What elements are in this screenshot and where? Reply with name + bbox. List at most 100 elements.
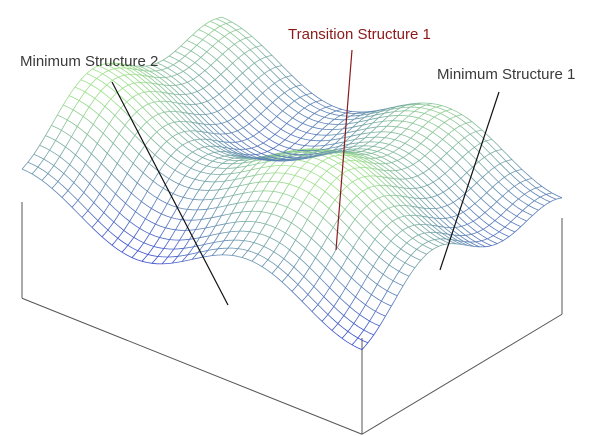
mesh-line-u <box>331 118 335 122</box>
mesh-line-v <box>354 117 360 120</box>
mesh-line-v <box>286 153 293 156</box>
mesh-line-u <box>339 292 343 298</box>
mesh-line-v <box>435 232 442 237</box>
mesh-line-u <box>213 18 217 21</box>
mesh-line-v <box>164 162 171 168</box>
mesh-line-u <box>51 184 56 189</box>
mesh-line-u <box>135 93 139 96</box>
mesh-line-v <box>364 155 370 159</box>
mesh-line-u <box>246 231 250 237</box>
mesh-line-u <box>243 88 247 92</box>
mesh-line-v <box>332 166 338 171</box>
mesh-line-u <box>301 178 306 184</box>
mesh-line-v <box>105 94 112 100</box>
mesh-line-v <box>132 247 139 252</box>
mesh-line-u <box>280 258 285 264</box>
mesh-line-u <box>452 144 456 148</box>
mesh-line-v <box>384 111 390 114</box>
mesh-line-u <box>535 209 539 214</box>
mesh-line-v <box>296 158 302 160</box>
mesh-line-v <box>119 71 125 76</box>
mesh-line-v <box>188 108 195 115</box>
mesh-line-v <box>229 156 235 159</box>
mesh-line-v <box>459 235 465 240</box>
mesh-line-v <box>226 213 232 215</box>
mesh-line-v <box>211 55 217 61</box>
mesh-line-u <box>328 257 332 263</box>
mesh-line-v <box>247 156 253 159</box>
mesh-line-v <box>249 49 256 55</box>
mesh-line-v <box>217 49 223 55</box>
mesh-line-u <box>289 244 293 251</box>
mesh-line-v <box>394 200 401 206</box>
mesh-line-v <box>215 145 222 150</box>
mesh-line-u <box>134 250 139 255</box>
mesh-line-u <box>167 252 172 258</box>
mesh-line-u <box>444 120 448 123</box>
mesh-line-v <box>345 154 352 159</box>
mesh-line-v <box>332 150 338 153</box>
mesh-line-u <box>487 207 492 211</box>
mesh-line-u <box>384 290 388 297</box>
mesh-line-u <box>208 185 213 191</box>
mesh-line-u <box>372 311 376 317</box>
mesh-line-v <box>206 51 212 56</box>
mesh-line-v <box>483 166 489 173</box>
mesh-line-v <box>116 248 123 253</box>
mesh-line-v <box>491 139 498 145</box>
mesh-line-v <box>110 98 117 104</box>
mesh-line-u <box>93 78 97 82</box>
mesh-line-v <box>201 218 207 220</box>
mesh-line-v <box>286 123 292 127</box>
mesh-line-u <box>281 173 286 178</box>
mesh-line-u <box>479 177 483 181</box>
mesh-line-v <box>126 101 132 108</box>
mesh-line-u <box>172 62 177 66</box>
mesh-line-u <box>261 263 266 267</box>
mesh-line-u <box>195 148 199 151</box>
mesh-line-v <box>96 231 103 238</box>
mesh-line-v <box>367 148 373 151</box>
mesh-line-v <box>36 176 43 181</box>
mesh-line-u <box>253 238 258 243</box>
mesh-line-u <box>353 318 358 324</box>
mesh-line-v <box>221 123 227 129</box>
mesh-line-u <box>204 250 209 255</box>
mesh-line-u <box>202 86 207 89</box>
mesh-line-u <box>71 203 76 208</box>
mesh-line-v <box>327 151 333 154</box>
mesh-line-v <box>375 175 382 181</box>
mesh-line-v <box>258 243 264 247</box>
mesh-line-u <box>148 208 152 214</box>
mesh-line-u <box>428 166 433 170</box>
mesh-line-v <box>447 233 454 238</box>
mesh-line-v <box>426 104 432 107</box>
mesh-line-v <box>157 122 163 128</box>
mesh-line-v <box>244 53 250 59</box>
mesh-line-u <box>267 149 271 152</box>
mesh-line-v <box>395 132 401 135</box>
mesh-line-u <box>183 40 187 44</box>
mesh-line-v <box>77 126 83 131</box>
mesh-line-u <box>211 79 216 83</box>
mesh-line-v <box>308 153 314 155</box>
mesh-line-v <box>364 317 370 322</box>
mesh-line-u <box>203 239 208 245</box>
mesh-line-u <box>52 140 56 146</box>
mesh-line-u <box>456 159 460 163</box>
mesh-line-u <box>129 216 133 222</box>
mesh-line-u <box>197 89 201 92</box>
mesh-line-u <box>416 129 420 133</box>
mesh-line-u <box>283 76 287 79</box>
mesh-line-v <box>137 182 143 188</box>
mesh-line-v <box>147 75 154 81</box>
mesh-line-v <box>278 159 284 161</box>
mesh-line-v <box>234 36 241 41</box>
mesh-line-v <box>268 138 275 143</box>
mesh-line-u <box>359 257 364 263</box>
mesh-line-v <box>271 273 278 278</box>
mesh-line-v <box>63 173 70 179</box>
mesh-line-u <box>184 171 189 176</box>
mesh-line-v <box>273 251 280 256</box>
mesh-line-u <box>405 115 409 119</box>
